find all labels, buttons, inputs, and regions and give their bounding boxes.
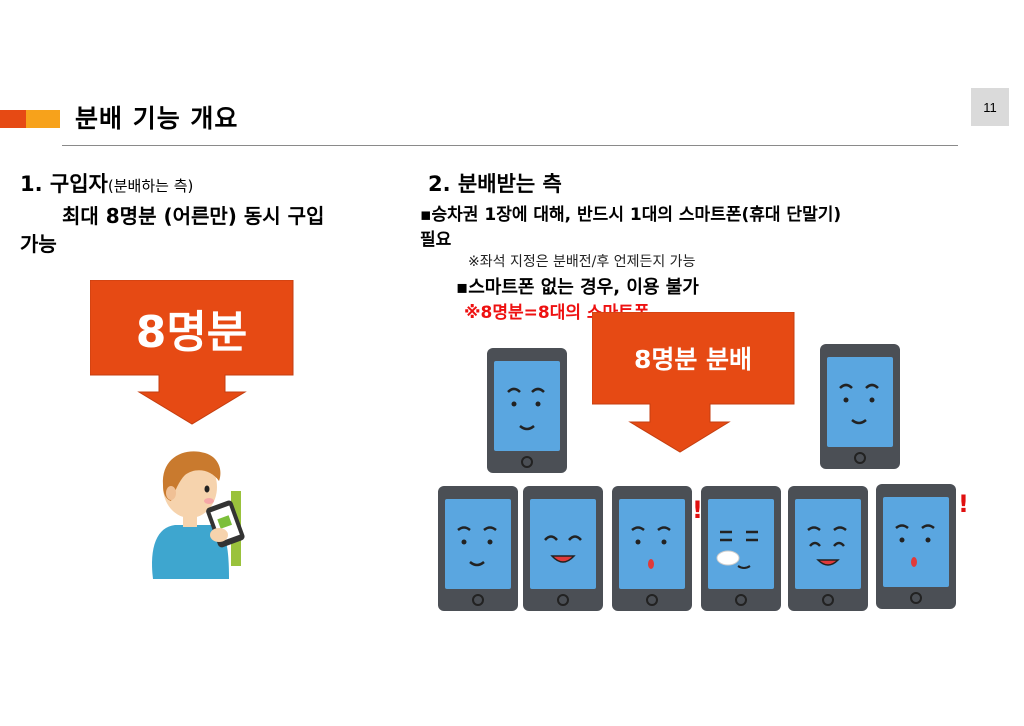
header-accent-bar-orange — [26, 110, 60, 128]
section1-heading: 1. 구입자(분배하는 측) — [20, 168, 193, 198]
header-accent-bar-red — [0, 110, 26, 128]
smartphone-icon — [700, 485, 782, 612]
smartphone-icon: ! — [611, 485, 703, 612]
section1-line2: 가능 — [20, 232, 57, 256]
section2-line1: ▪승차권 1장에 대해, 반드시 1대의 스마트폰(휴대 단말기) — [420, 205, 842, 225]
smartphone-icon: ! — [875, 483, 969, 610]
header-divider — [62, 145, 958, 146]
smartphone-icon — [486, 347, 568, 474]
section2-line2: 필요 — [420, 230, 452, 250]
smartphone-icon — [787, 485, 869, 612]
section2-bullet: ▪스마트폰 없는 경우, 이용 불가 — [456, 277, 699, 298]
section1-heading-text: 1. 구입자 — [20, 172, 108, 196]
svg-text:!: ! — [958, 490, 969, 518]
smartphone-icon — [819, 343, 901, 470]
section2-callout — [592, 312, 795, 453]
smartphone-icon — [437, 485, 519, 612]
person-using-phone-icon — [151, 451, 245, 579]
section2-callout-label: 8명분 분배 — [633, 345, 753, 374]
smartphone-icon — [522, 485, 604, 612]
section2-note: ※좌석 지정은 분배전/후 언제든지 가능 — [468, 254, 696, 270]
smartphone-characters-illustration: ! ! — [437, 343, 969, 612]
callout-arrow-shape — [90, 280, 294, 425]
page-number: 11 — [971, 88, 1009, 126]
page-title: 분배 기능 개요 — [75, 104, 239, 133]
section1-line1: 최대 8명분 (어른만) 동시 구입 — [62, 204, 325, 228]
section1-callout — [90, 280, 294, 425]
section1-heading-note: (분배하는 측) — [107, 177, 194, 195]
section2-heading: 2. 분배받는 측 — [428, 172, 562, 196]
svg-text:!: ! — [692, 496, 703, 524]
callout-arrow-shape — [592, 312, 795, 453]
section1-callout-label: 8명분 — [135, 306, 248, 358]
